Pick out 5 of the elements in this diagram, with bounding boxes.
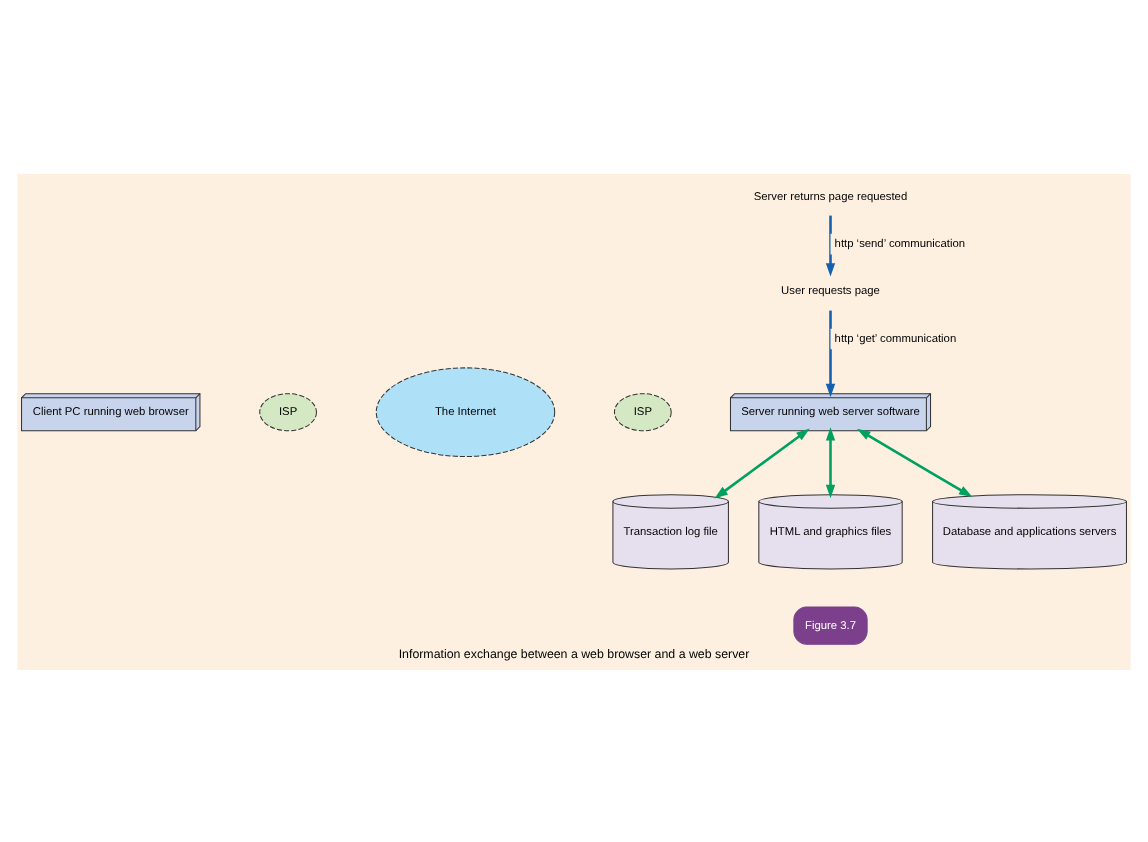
arrow [856,427,973,497]
arrow [714,427,810,498]
arrow [825,214,836,276]
arrow [825,309,836,397]
arrow [825,426,836,498]
